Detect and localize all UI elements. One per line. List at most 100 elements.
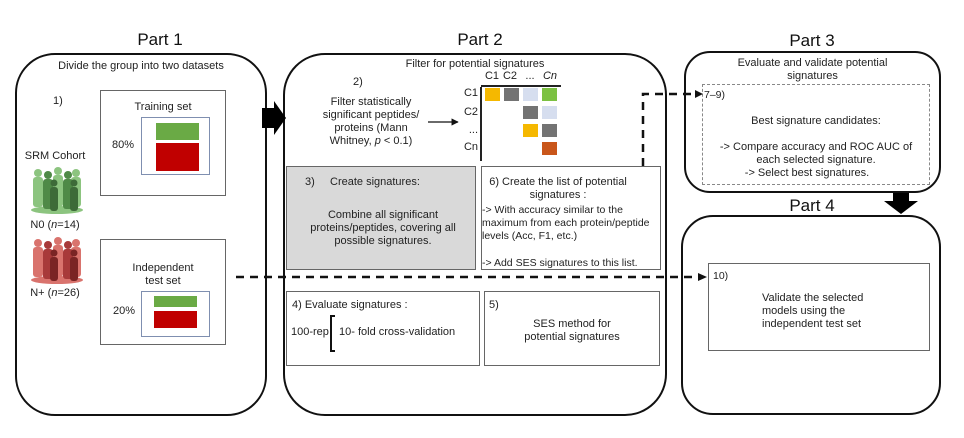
- step7-9-box: [702, 84, 930, 185]
- step2-line4-prefix: Whitney,: [329, 135, 375, 147]
- part1-panel-title: Divide the group into two datasets: [58, 60, 224, 72]
- test-data-frame: [141, 291, 210, 337]
- matrix-row-header: C2: [463, 106, 478, 118]
- step6-box: [481, 166, 661, 270]
- step3-title: Create signatures:: [330, 176, 420, 188]
- matrix-cell: [485, 88, 500, 101]
- part3-heading: Best signature candidates:: [751, 115, 881, 127]
- part3-bullet2: -> Select best signatures.: [744, 167, 870, 179]
- step10-line3: independent test set: [762, 318, 862, 330]
- matrix-cell: [542, 88, 557, 101]
- n0-n: n: [51, 219, 58, 231]
- part3-title-line2: signatures: [787, 70, 838, 82]
- part3-arrowhead-icon: [695, 90, 703, 98]
- step1-label: 1): [53, 95, 63, 107]
- step5-box: [484, 291, 660, 366]
- matrix-top-axis: [481, 85, 561, 87]
- matrix-col-header: C1: [484, 70, 500, 82]
- part3-bullet1-line2: each selected signature.: [756, 154, 876, 166]
- test-title-line1: Independent: [132, 262, 194, 274]
- nplus-suffix: =26): [57, 287, 80, 299]
- matrix-cell: [523, 124, 538, 137]
- matrix-col-header: Cn: [542, 70, 558, 82]
- matrix-cell: [504, 88, 519, 101]
- part4-title: Part 4: [789, 196, 835, 215]
- step6-title-line2: signatures :: [529, 189, 587, 201]
- test-percent: 20%: [113, 305, 136, 317]
- cohort-label: SRM Cohort: [24, 150, 86, 162]
- step3-num: 3): [305, 176, 315, 188]
- part3-title-line1: Evaluate and validate potential: [737, 57, 888, 69]
- matrix-grid: [485, 87, 565, 157]
- step4-rep: 100-rep: [291, 326, 329, 338]
- step10-line2: models using the: [762, 305, 846, 317]
- test-title-line2: test set: [145, 275, 181, 287]
- step6-title-line1: 6) Create the list of potential: [489, 176, 627, 188]
- step3-box: [286, 166, 476, 270]
- matrix-row-header: Cn: [463, 141, 478, 153]
- step2-label: 2): [353, 76, 363, 88]
- nplus-prefix: N+ (: [30, 287, 52, 299]
- test-n0-bar: [154, 296, 197, 307]
- step4-title: 4) Evaluate signatures :: [292, 299, 408, 311]
- nplus-n: n: [51, 287, 58, 299]
- part3-title: Part 3: [789, 31, 835, 50]
- matrix-cell: [523, 106, 538, 119]
- part3-to-part4-arrow-icon: [884, 193, 918, 214]
- training-data-frame: [141, 117, 210, 175]
- bracket-icon: [330, 315, 335, 352]
- step5-line1: SES method for: [533, 318, 611, 330]
- step10-box: [708, 263, 930, 351]
- step6-bullet1: -> With accuracy similar to the maximum …: [482, 204, 650, 242]
- matrix-left-axis: [480, 87, 482, 161]
- part3-panel: [684, 51, 941, 193]
- step5-num: 5): [489, 299, 499, 311]
- matrix-cell: [542, 106, 557, 119]
- step2-p: p: [374, 135, 381, 147]
- n0-prefix: N0 (: [30, 219, 52, 231]
- n0-group-label: N0 (n=14): [15, 219, 95, 232]
- matrix-col-header: ...: [525, 70, 535, 82]
- matrix-row-header: C1: [463, 87, 478, 99]
- step4-box: [286, 291, 480, 366]
- step4-cv: 10- fold cross-validation: [339, 326, 456, 338]
- step2-line3: proteins (Mann: [334, 122, 408, 134]
- n0-people-icon: [31, 167, 83, 214]
- part4-arrowhead-icon: [698, 273, 707, 281]
- step3-body: Combine all significant proteins/peptide…: [310, 209, 456, 247]
- step2-line4-suffix: < 0.1): [380, 135, 413, 147]
- step10-line1: Validate the selected: [762, 292, 864, 304]
- n0-suffix: =14): [57, 219, 80, 231]
- training-nplus-bar: [156, 143, 199, 171]
- matrix-row-header: ...: [468, 124, 478, 136]
- matrix-col-header: C2: [502, 70, 518, 82]
- test-set-box: [100, 239, 226, 345]
- training-set-title: Training set: [134, 101, 192, 113]
- training-set-box: [100, 90, 226, 196]
- step6-to-part3-dashed-connector: [641, 92, 698, 166]
- step5-line2: potential signatures: [524, 331, 620, 343]
- part2-panel-title: Filter for potential signatures: [405, 58, 545, 70]
- training-n0-bar: [156, 123, 199, 140]
- nplus-group-label: N+ (n=26): [15, 287, 95, 300]
- nplus-people-icon: [31, 237, 83, 284]
- test-nplus-bar: [154, 311, 197, 328]
- training-percent: 80%: [112, 139, 135, 151]
- step2-line1: Filter statistically: [330, 96, 412, 108]
- part1-title: Part 1: [137, 30, 183, 49]
- step10-label: 10): [713, 270, 729, 282]
- step2-line2: significant peptides/: [322, 109, 420, 121]
- part2-title: Part 2: [457, 30, 503, 49]
- matrix-cell: [542, 142, 557, 155]
- part1-to-part2-arrow-icon: [262, 101, 286, 135]
- step7-9-label: 7–9): [704, 89, 726, 101]
- matrix-cell: [542, 124, 557, 137]
- step2-text: Filter statistically significant peptide…: [316, 96, 426, 148]
